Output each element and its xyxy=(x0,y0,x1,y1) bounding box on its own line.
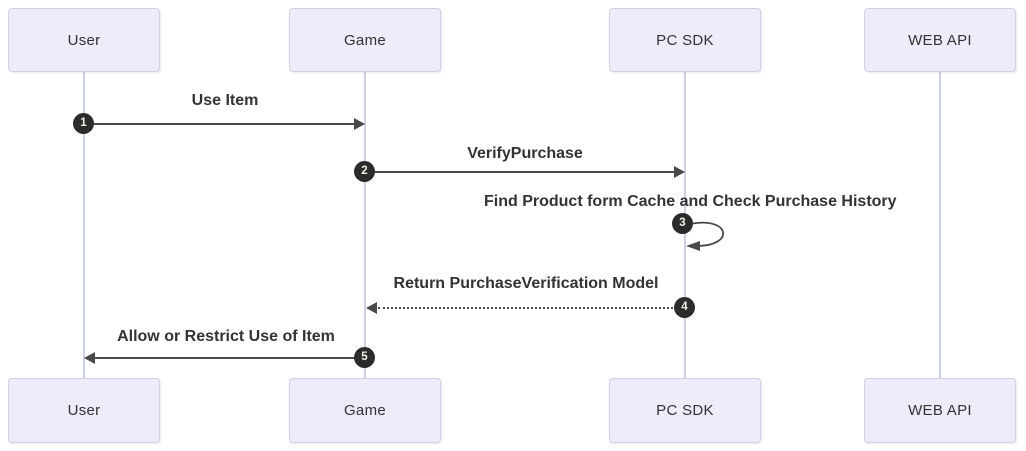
actor-label: Game xyxy=(343,402,387,419)
actor-box-game-top: Game xyxy=(289,8,441,72)
message-arrow-allow-restrict xyxy=(95,357,365,359)
actor-box-web-api-bottom: WEB API xyxy=(864,378,1016,443)
arrowhead-right-icon xyxy=(674,166,685,178)
actor-box-pc-sdk-bottom: PC SDK xyxy=(609,378,761,443)
actor-box-game-bottom: Game xyxy=(289,378,441,443)
message-label-verify-purchase: VerifyPurchase xyxy=(467,145,583,162)
actor-label: WEB API xyxy=(908,31,972,49)
actor-box-user-top: User xyxy=(8,8,160,72)
actor-label: WEB API xyxy=(908,402,972,419)
message-label-allow-restrict: Allow or Restrict Use of Item xyxy=(117,328,335,345)
message-arrow-return-model xyxy=(378,307,685,309)
self-loop-arrow xyxy=(686,221,725,251)
message-label-find-product: Find Product form Cache and Check Purcha… xyxy=(484,193,897,210)
actor-label: PC SDK xyxy=(656,31,714,49)
sequence-number-badge: 2 xyxy=(354,161,375,182)
sequence-number-badge: 5 xyxy=(354,347,375,368)
actor-label: User xyxy=(67,31,101,49)
arrowhead-left-icon xyxy=(84,352,95,364)
lifeline-web-api xyxy=(939,72,941,378)
lifeline-user xyxy=(83,72,85,378)
message-label-use-item: Use Item xyxy=(191,92,259,109)
lifeline-game xyxy=(364,72,366,378)
actor-label: PC SDK xyxy=(656,402,714,419)
arrowhead-left-icon xyxy=(366,302,377,314)
message-label-return-model: Return PurchaseVerification Model xyxy=(393,275,659,292)
sequence-number-badge: 1 xyxy=(73,113,94,134)
arrowhead-right-icon xyxy=(354,118,365,130)
message-arrow-verify-purchase xyxy=(365,171,675,173)
actor-box-web-api-top: WEB API xyxy=(864,8,1016,72)
actor-box-pc-sdk-top: PC SDK xyxy=(609,8,761,72)
actor-label: User xyxy=(67,402,101,419)
actor-box-user-bottom: User xyxy=(8,378,160,443)
sequence-number-badge: 3 xyxy=(672,213,693,234)
message-arrow-use-item xyxy=(84,123,356,125)
actor-label: Game xyxy=(343,31,387,49)
sequence-number-badge: 4 xyxy=(674,297,695,318)
